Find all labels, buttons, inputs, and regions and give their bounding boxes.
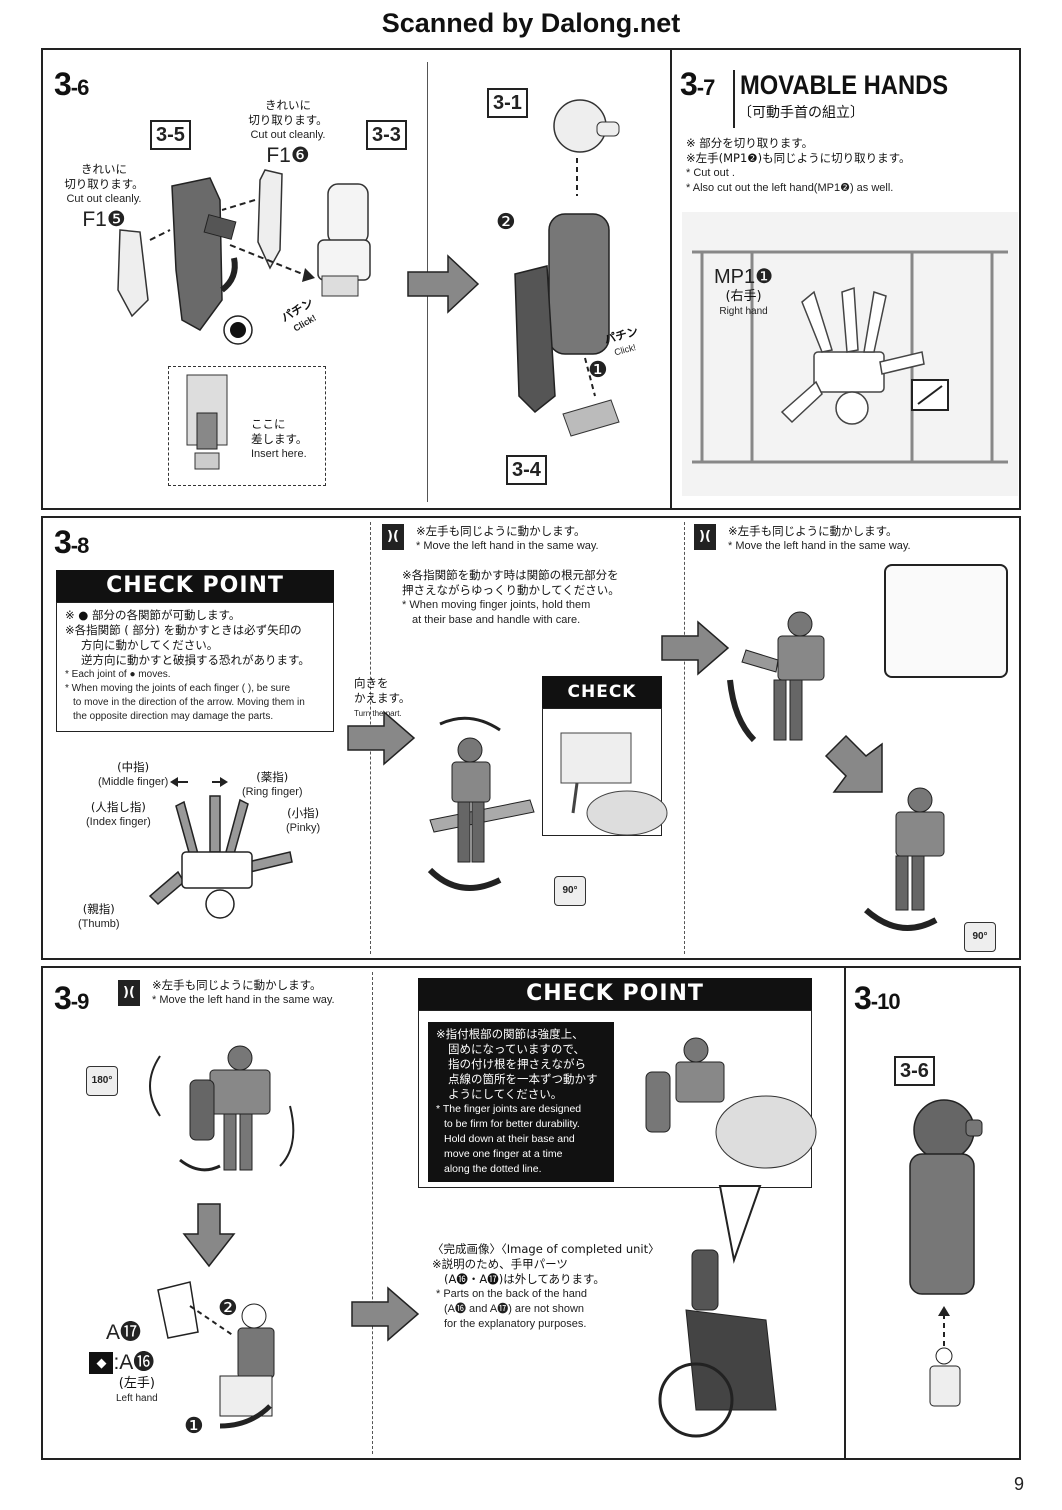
part-a16-label: ◆:A⓰ (左手) Left hand (86, 1346, 158, 1406)
step-3-10-illustration (909, 1099, 983, 1407)
marker-2-3-6b: ❷ (496, 210, 516, 235)
step-3-9-number: 3-9 (54, 980, 89, 1016)
checkpoint-text-3-9b: ※指付根部の関節は強度上、 固めになっていますので、 指の付け根を押さえながら … (428, 1022, 614, 1182)
marker-1-3-6b: ❶ (588, 358, 608, 383)
completed-unit-drawing (658, 1249, 777, 1438)
rotate-90-badge-3-8c: 90° (964, 922, 996, 952)
checkpoint-box-3-8: ※ ● 部分の各関節が可動します。 ※各指関節 ( 部分) を動かすときは必ず矢… (56, 602, 334, 732)
insert-detail-drawing (186, 374, 228, 470)
part-tag-3-6: 3-6 (894, 1056, 935, 1086)
part-tag-3-4: 3-4 (506, 455, 547, 485)
step-3-6-number: 3-6 (54, 66, 89, 102)
callout-pointer (718, 1185, 762, 1264)
step-3-8c-illustration (727, 611, 825, 743)
label-middle-finger: (中指)(Middle finger) (98, 760, 169, 788)
big-arrow-down-3-9 (182, 1203, 236, 1268)
divider-row3-b (844, 966, 846, 1460)
step-3-7-title-rule (733, 70, 735, 128)
mirror-hand-icon-3-9: )( (118, 980, 140, 1006)
part-tag-3-1: 3-1 (487, 88, 528, 118)
step-3-8-number: 3-8 (54, 524, 89, 560)
step-3-7-notes: ※ 部分を切り取ります。 ※左手(MP1❷)も同じように切り取ります。 * Cu… (686, 136, 911, 194)
left-hand-note-3-8c: ※左手も同じように動かします。* Move the left hand in t… (728, 524, 911, 552)
hand-joints-diagram (148, 777, 293, 919)
cut-note-left: きれいに 切り取ります。 Cut out cleanly. F1❺ (64, 162, 144, 231)
big-arrow-right-4 (351, 1286, 420, 1342)
marker-1-3-9: ❶ (184, 1414, 204, 1439)
step-3-6b-illustration (514, 99, 620, 437)
step-3-7-title: MOVABLE HANDS (740, 70, 949, 100)
checkpoint-title-3-8: CHECK POINT (56, 570, 334, 602)
finger-hold-drawing (645, 1037, 817, 1169)
mirror-hand-icon-3-8c: )( (694, 524, 716, 550)
left-hand-note-3-9: ※左手も同じように動かします。* Move the left hand in t… (152, 978, 335, 1006)
divider-row1-b (670, 50, 672, 508)
step-3-10-number: 3-10 (854, 980, 901, 1016)
insert-detail-box: ここに 差します。 Insert here. (168, 366, 326, 486)
part-tag-3-5: 3-5 (150, 120, 191, 150)
left-hand-note-3-8b: ※左手も同じように動かします。* Move the left hand in t… (416, 524, 599, 552)
mirror-hand-icon-3-8b: )( (382, 524, 404, 550)
step-3-9-assembly (157, 1281, 275, 1429)
scan-credit-header: Scanned by Dalong.net (381, 8, 681, 38)
checkpoint-title-3-9b: CHECK POINT (418, 978, 812, 1010)
diagonal-arrow-3-8c (824, 734, 883, 793)
finger-press-drawing (560, 732, 668, 836)
cut-note-right: きれいに 切り取ります。 Cut out cleanly. F1❻ (248, 98, 328, 167)
checkpoint-title-3-8b: CHECK POINT (542, 676, 662, 734)
big-arrow-right-3 (661, 620, 730, 676)
big-arrow-right-2 (347, 710, 416, 766)
divider-row2-b (684, 522, 685, 954)
step-3-7-number: 3-7 (680, 66, 715, 102)
part-tag-3-3: 3-3 (366, 120, 407, 150)
turn-part-note: 向きを かえます。 Turn the part. (354, 676, 411, 718)
label-index-finger: (人指し指)(Index finger) (86, 800, 151, 828)
rotate-90-badge-3-8b: 90° (554, 876, 586, 906)
step-3-8c-illustration-2 (864, 787, 945, 931)
page-number: 9 (1014, 1474, 1025, 1494)
big-arrow-right-1 (407, 254, 480, 314)
completed-unit-note: 〈完成画像〉〈Image of completed unit〉 ※説明のため、手… (432, 1242, 660, 1330)
checkpoint-box-3-8b (542, 708, 668, 836)
step-3-7-subtitle: 〔可動手首の組立〕 (738, 105, 864, 121)
divider-row3-a (372, 972, 373, 1454)
label-thumb: (親指)(Thumb) (78, 902, 120, 930)
part-a17-label: A⓱ (106, 1321, 142, 1344)
rotate-180-badge: 180° (86, 1066, 118, 1096)
detail-circle-3-8c (884, 564, 1008, 678)
step-3-6-illustration (117, 169, 371, 345)
insert-here-label: ここに 差します。 Insert here. (251, 417, 308, 460)
label-ring-finger: (薬指)(Ring finger) (242, 770, 303, 798)
marker-2-3-9: ❷ (218, 1296, 238, 1321)
label-pinky: (小指)(Pinky) (286, 806, 321, 834)
swap-icon: ◆ (89, 1352, 114, 1375)
step-3-9-illustration (149, 1045, 295, 1172)
runner-sprue-drawing (682, 212, 1018, 496)
mp1-part-label: MP1❶ (右手) Right hand (714, 266, 774, 317)
step-3-8b-illustration (427, 716, 535, 891)
finger-joint-note: ※各指関節を動かす時は関節の根元部分を 押さえながらゆっくり動かしてください。 … (402, 568, 620, 626)
